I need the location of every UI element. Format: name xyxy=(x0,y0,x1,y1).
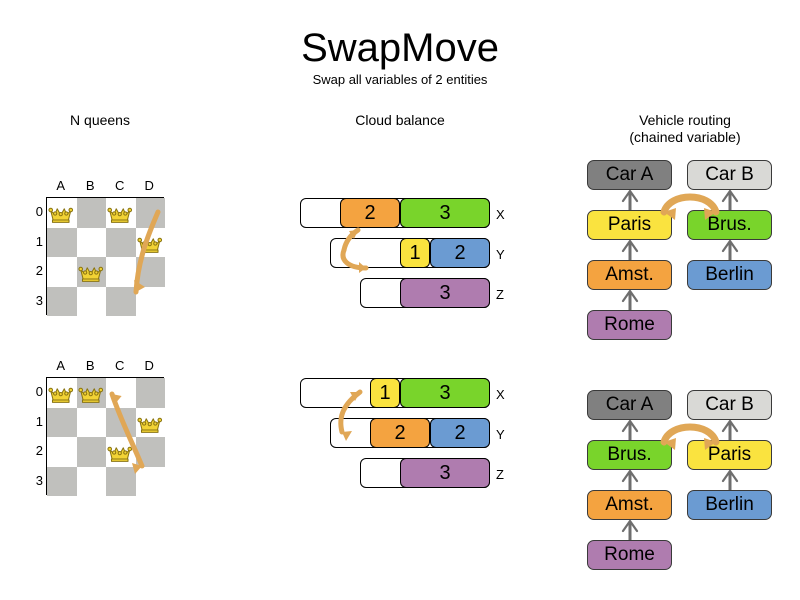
vr-node-car-a[interactable]: Car A xyxy=(587,160,672,190)
cloudbalance-process-Y-1[interactable]: 2 xyxy=(430,238,490,268)
file-label-A: A xyxy=(56,358,66,373)
rank-label-3: 3 xyxy=(35,472,43,488)
board-cell-C2[interactable] xyxy=(106,257,136,287)
page-title: SwapMove xyxy=(301,26,499,70)
vr-node-paris[interactable]: Paris xyxy=(687,440,772,470)
vr-chain-arrow xyxy=(621,190,638,210)
rank-label-1: 1 xyxy=(35,413,43,429)
file-label-C: C xyxy=(115,178,125,193)
vr-node-paris[interactable]: Paris xyxy=(587,210,672,240)
section-title-nqueens: N queens xyxy=(70,112,130,128)
cloudbalance-computer-label-Z: Z xyxy=(496,467,504,482)
board-cell-B0[interactable] xyxy=(76,198,106,228)
queen-D1[interactable] xyxy=(135,407,165,437)
cloudbalance-computer-label-X: X xyxy=(496,207,505,222)
file-label-A: A xyxy=(56,178,66,193)
vr-chain-arrow xyxy=(621,290,638,310)
vr-node-car-b[interactable]: Car B xyxy=(687,160,772,190)
board-cell-C3[interactable] xyxy=(106,466,136,496)
chessboard-labels-before: A B C D 0 1 2 3 xyxy=(36,178,164,315)
queen-C2[interactable] xyxy=(105,436,135,466)
file-label-D: D xyxy=(144,178,154,193)
board-cell-A2[interactable] xyxy=(47,437,77,467)
board-cell-B1[interactable] xyxy=(76,227,106,257)
board-cell-C1[interactable] xyxy=(106,227,136,257)
board-cell-A3[interactable] xyxy=(47,466,77,496)
board-cell-A1[interactable] xyxy=(47,227,77,257)
cloudbalance-process-X-0[interactable]: 1 xyxy=(370,378,400,408)
board-cell-B2[interactable] xyxy=(76,437,106,467)
vr-node-rome[interactable]: Rome xyxy=(587,540,672,570)
vr-chain-arrow xyxy=(721,190,738,210)
vr-chain-arrow xyxy=(621,520,638,540)
section-title-cloudbalance: Cloud balance xyxy=(355,112,445,128)
rank-label-1: 1 xyxy=(35,233,43,249)
cloudbalance-process-Y-1[interactable]: 2 xyxy=(430,418,490,448)
rank-label-3: 3 xyxy=(35,292,43,308)
cloudbalance-process-X-1[interactable]: 3 xyxy=(400,198,490,228)
queen-A0[interactable] xyxy=(46,197,76,227)
cloudbalance-process-Z-0[interactable]: 3 xyxy=(400,458,490,488)
board-cell-B3[interactable] xyxy=(76,286,106,316)
queen-C0[interactable] xyxy=(105,197,135,227)
vr-chain-arrow xyxy=(621,420,638,440)
vr-node-car-b[interactable]: Car B xyxy=(687,390,772,420)
vr-node-brus[interactable]: Brus. xyxy=(587,440,672,470)
cloudbalance-process-X-1[interactable]: 3 xyxy=(400,378,490,408)
board-cell-B1[interactable] xyxy=(76,407,106,437)
section-title-vehiclerouting-line2: (chained variable) xyxy=(629,129,741,145)
vr-node-rome[interactable]: Rome xyxy=(587,310,672,340)
chessboard-labels-after: A B C D 0 1 2 3 xyxy=(36,358,164,495)
queen-A0[interactable] xyxy=(46,377,76,407)
vr-node-amst[interactable]: Amst. xyxy=(587,490,672,520)
cloudbalance-process-Y-0[interactable]: 2 xyxy=(370,418,430,448)
cloudbalance-computer-label-Y: Y xyxy=(496,427,505,442)
board-cell-A2[interactable] xyxy=(47,257,77,287)
vr-node-berlin[interactable]: Berlin xyxy=(687,260,772,290)
vr-chain-arrow xyxy=(721,470,738,490)
cloudbalance-process-X-0[interactable]: 2 xyxy=(340,198,400,228)
cloudbalance-process-Z-0[interactable]: 3 xyxy=(400,278,490,308)
cloudbalance-computer-label-Z: Z xyxy=(496,287,504,302)
rank-label-0: 0 xyxy=(35,384,43,399)
vr-chain-arrow xyxy=(721,420,738,440)
file-label-B: B xyxy=(85,178,95,193)
file-label-C: C xyxy=(115,358,125,373)
rank-label-2: 2 xyxy=(35,263,43,278)
vr-node-berlin[interactable]: Berlin xyxy=(687,490,772,520)
vr-node-car-a[interactable]: Car A xyxy=(587,390,672,420)
file-label-D: D xyxy=(144,358,154,373)
vr-chain-arrow xyxy=(721,240,738,260)
vr-chain-arrow xyxy=(621,470,638,490)
page-subtitle: Swap all variables of 2 entities xyxy=(312,72,488,87)
section-title-vehiclerouting-line1: Vehicle routing xyxy=(639,112,731,128)
cloudbalance-computer-label-Y: Y xyxy=(496,247,505,262)
cloudbalance-process-Y-0[interactable]: 1 xyxy=(400,238,430,268)
rank-label-2: 2 xyxy=(35,443,43,458)
queen-D1[interactable] xyxy=(135,227,165,257)
vr-node-brus[interactable]: Brus. xyxy=(687,210,772,240)
board-cell-B3[interactable] xyxy=(76,466,106,496)
board-cell-A1[interactable] xyxy=(47,407,77,437)
vr-chain-arrow xyxy=(621,240,638,260)
file-label-B: B xyxy=(85,358,95,373)
queen-B2[interactable] xyxy=(76,256,106,286)
board-cell-A3[interactable] xyxy=(47,286,77,316)
board-cell-C3[interactable] xyxy=(106,286,136,316)
queen-B0[interactable] xyxy=(76,377,106,407)
vr-node-amst[interactable]: Amst. xyxy=(587,260,672,290)
cloudbalance-computer-label-X: X xyxy=(496,387,505,402)
rank-label-0: 0 xyxy=(35,204,43,219)
